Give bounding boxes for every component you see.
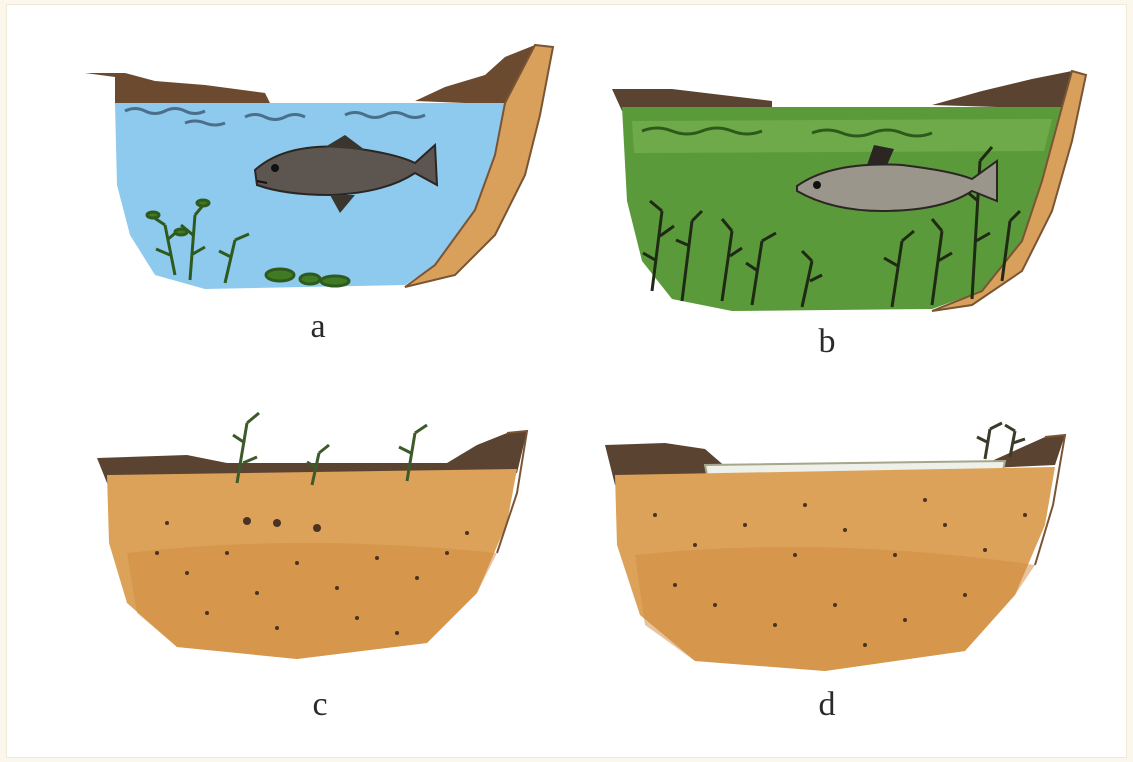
green-lake-illustration bbox=[612, 61, 1092, 321]
panel-d-filled-basin bbox=[605, 415, 1075, 675]
panel-label-d: d bbox=[797, 688, 857, 722]
green-water-highlight bbox=[632, 119, 1052, 153]
panel-label-c: c bbox=[290, 688, 350, 722]
panel-a-clear-lake bbox=[85, 35, 565, 295]
filling-basin-illustration bbox=[97, 403, 537, 663]
soil-shade bbox=[127, 543, 497, 659]
left-bank bbox=[85, 73, 270, 105]
panel-label-a: a bbox=[288, 310, 348, 344]
filled-basin-illustration bbox=[605, 415, 1075, 675]
panel-c-filling-basin bbox=[97, 403, 537, 663]
diagram-frame: a bbox=[6, 4, 1127, 758]
panel-label-b: b bbox=[797, 325, 857, 359]
clear-lake-illustration bbox=[85, 35, 565, 295]
panel-b-green-lake bbox=[612, 61, 1092, 321]
soil-shade bbox=[635, 547, 1035, 671]
